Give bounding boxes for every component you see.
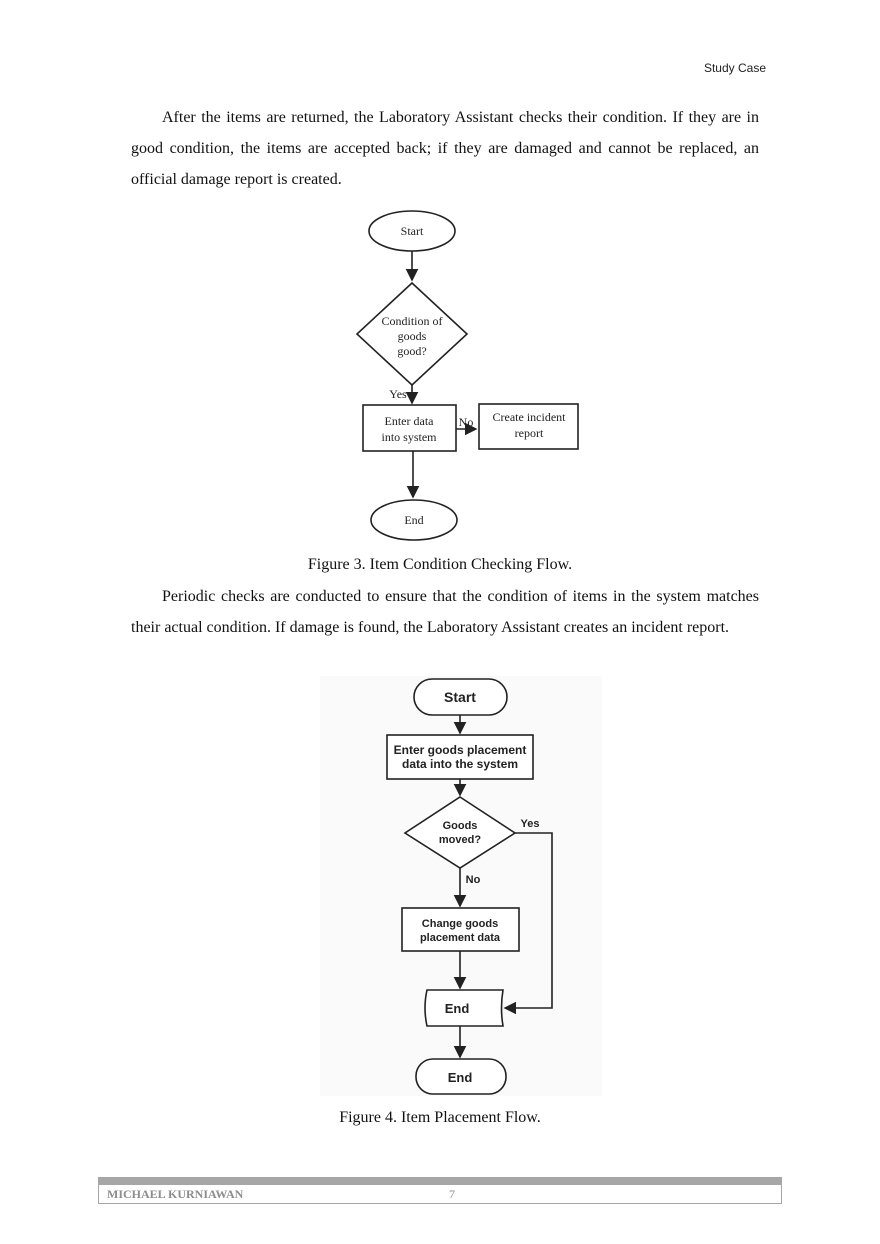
enter-label-1: Enter data <box>385 414 435 428</box>
decision-label-2: moved? <box>439 834 481 846</box>
enter-label-2: into system <box>381 430 437 444</box>
footer-bar <box>98 1177 782 1185</box>
no-label: No <box>459 415 474 429</box>
end-node <box>370 499 458 541</box>
end-label: End <box>448 1070 473 1085</box>
no-label: No <box>466 874 481 886</box>
figure-4-caption: Figure 4. Item Placement Flow. <box>339 1109 541 1126</box>
incident-label-1: Create incident <box>493 410 567 424</box>
running-header: Study Case <box>703 61 766 75</box>
decision-label-3: good? <box>397 344 426 358</box>
enter-data-node <box>362 404 457 452</box>
change-placement-node <box>401 907 520 952</box>
end-box-label: End <box>445 1001 470 1016</box>
footer: MICHAEL KURNIAWAN 7 <box>98 1185 782 1204</box>
change-label-1: Change goods <box>422 918 498 930</box>
end-node <box>415 1058 507 1095</box>
figure-3-caption: Figure 3. Item Condition Checking Flow. <box>307 556 573 573</box>
start-label: Start <box>444 689 476 705</box>
change-label-2: placement data <box>420 932 501 944</box>
start-label: Start <box>401 224 424 238</box>
yes-label: Yes <box>389 387 407 401</box>
figure-4-flowchart: Start Enter goods placement data into th… <box>320 676 602 1096</box>
decision-label-1: Goods <box>443 820 478 832</box>
enter-label-1: Enter goods placement <box>394 743 527 757</box>
paragraph-2: Periodic checks are conducted to ensure … <box>131 588 759 636</box>
enter-label-2: data into the system <box>402 757 518 771</box>
end-box-node <box>424 989 504 1027</box>
decision-label-1: Condition of <box>381 314 442 328</box>
figure-3-flowchart: Start Condition of goods good? Yes No En… <box>355 210 579 541</box>
end-label: End <box>404 513 423 527</box>
page-number: 7 <box>449 1187 455 1201</box>
paragraph-1: After the items are returned, the Labora… <box>131 109 759 188</box>
footer-author: MICHAEL KURNIAWAN <box>107 1187 244 1201</box>
yes-label: Yes <box>521 818 540 830</box>
incident-report-node <box>478 403 579 450</box>
enter-placement-node <box>386 734 534 780</box>
decision-label-2: goods <box>398 329 427 343</box>
incident-label-2: report <box>515 426 544 440</box>
